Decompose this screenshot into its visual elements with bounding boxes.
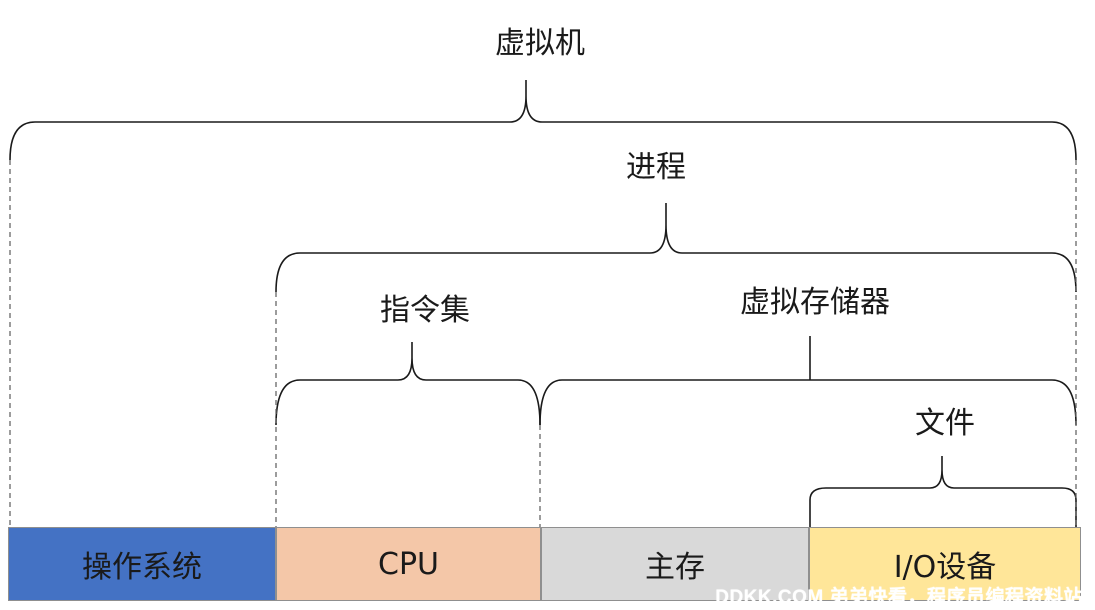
os-block: 操作系统 — [8, 527, 276, 601]
process-label: 进程 — [626, 150, 686, 185]
vm-brace — [9, 80, 1077, 161]
main-memory-block-label: 主存 — [645, 550, 705, 585]
cpu-block-label: CPU — [378, 546, 439, 582]
vm-label: 虚拟机 — [495, 26, 585, 61]
cpu-block: CPU — [276, 527, 541, 601]
main-memory-block: 主存 — [541, 527, 809, 601]
io-device-block: I/O设备 — [809, 527, 1081, 601]
file-brace — [809, 456, 1077, 527]
file-label: 文件 — [915, 406, 975, 441]
virtual-memory-brace — [539, 379, 1077, 426]
isa-brace — [275, 342, 541, 426]
process-brace — [275, 203, 1077, 293]
os-block-label: 操作系统 — [82, 550, 202, 585]
watermark-text: DDKK.COM 弟弟快看，程序员编程资料站 — [715, 587, 1083, 608]
isa-label: 指令集 — [380, 293, 470, 328]
io-device-block-label: I/O设备 — [893, 550, 997, 585]
virtual-memory-label: 虚拟存储器 — [740, 285, 890, 320]
